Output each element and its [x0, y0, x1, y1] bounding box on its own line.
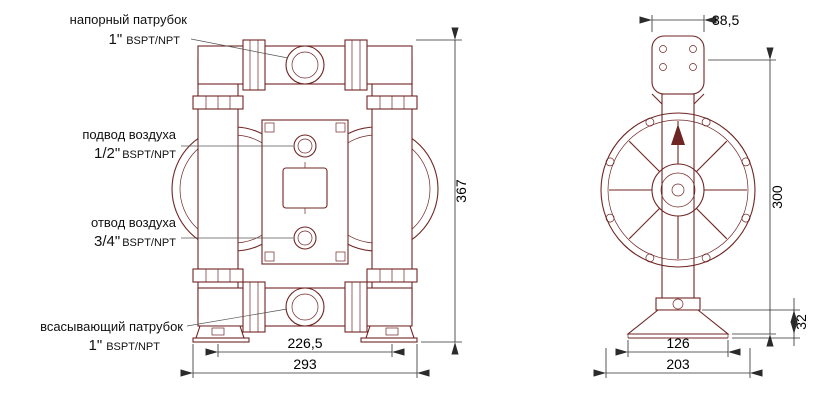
label-discharge-port: напорный патрубок 1"BSPT/NPT	[70, 12, 289, 59]
dim-side-top-width: 38,5	[712, 12, 739, 28]
label-suction-thread: BSPT/NPT	[106, 341, 160, 353]
label-discharge-size: 1"	[109, 31, 123, 48]
label-air-supply-size: 1/2"	[94, 145, 120, 162]
dim-front-width-inner: 226,5	[287, 335, 322, 351]
dim-side-height: 300	[769, 185, 785, 209]
svg-text:1/2"BSPT/NPT: 1/2"BSPT/NPT	[94, 145, 176, 162]
pump-base	[626, 297, 730, 339]
label-air-exhaust-size: 3/4"	[94, 233, 120, 250]
svg-text:1"BSPT/NPT: 1"BSPT/NPT	[89, 337, 161, 354]
label-discharge-name: напорный патрубок	[70, 12, 188, 27]
label-suction-name: всасывающий патрубок	[40, 319, 183, 334]
label-air-exhaust: отвод воздуха 3/4"BSPT/NPT	[91, 215, 293, 250]
leader-discharge	[190, 38, 289, 59]
svg-text:3/4"BSPT/NPT: 3/4"BSPT/NPT	[94, 233, 176, 250]
label-discharge-thread: BSPT/NPT	[126, 35, 180, 47]
front-view-dimensions: 367 226,5 293	[180, 27, 469, 378]
pump-feet	[192, 325, 418, 343]
label-suction-size: 1"	[89, 337, 103, 354]
side-view-dimensions: 38,5 300 32 126 203	[593, 12, 809, 378]
dim-side-base-width-outer: 203	[666, 356, 690, 372]
dim-front-height: 367	[453, 179, 469, 203]
svg-text:1"BSPT/NPT: 1"BSPT/NPT	[109, 31, 181, 48]
leader-suction	[186, 308, 288, 327]
discharge-port	[285, 45, 325, 85]
air-exhaust-port	[293, 226, 317, 250]
label-air-supply-name: подвод воздуха	[82, 127, 176, 142]
label-air-supply: подвод воздуха 1/2"BSPT/NPT	[82, 127, 293, 162]
label-air-supply-thread: BSPT/NPT	[122, 149, 176, 161]
label-air-exhaust-thread: BSPT/NPT	[122, 237, 176, 249]
air-inlet-port	[293, 134, 317, 158]
port-labels: напорный патрубок 1"BSPT/NPT подвод возд…	[40, 12, 293, 354]
label-air-exhaust-name: отвод воздуха	[91, 215, 177, 230]
suction-port	[285, 287, 325, 327]
dim-side-base-width-inner: 126	[666, 335, 690, 351]
dim-side-base-height: 32	[793, 314, 809, 330]
pipe-union-bands	[192, 95, 418, 283]
dim-front-width-outer: 293	[293, 356, 317, 372]
flow-arrow-icon	[671, 124, 685, 145]
pump-front-view	[171, 39, 439, 343]
center-body	[261, 119, 349, 265]
pump-side-view	[600, 35, 756, 339]
label-suction-port: всасывающий патрубок 1"BSPT/NPT	[40, 308, 288, 354]
manifold-clamps	[242, 39, 368, 333]
